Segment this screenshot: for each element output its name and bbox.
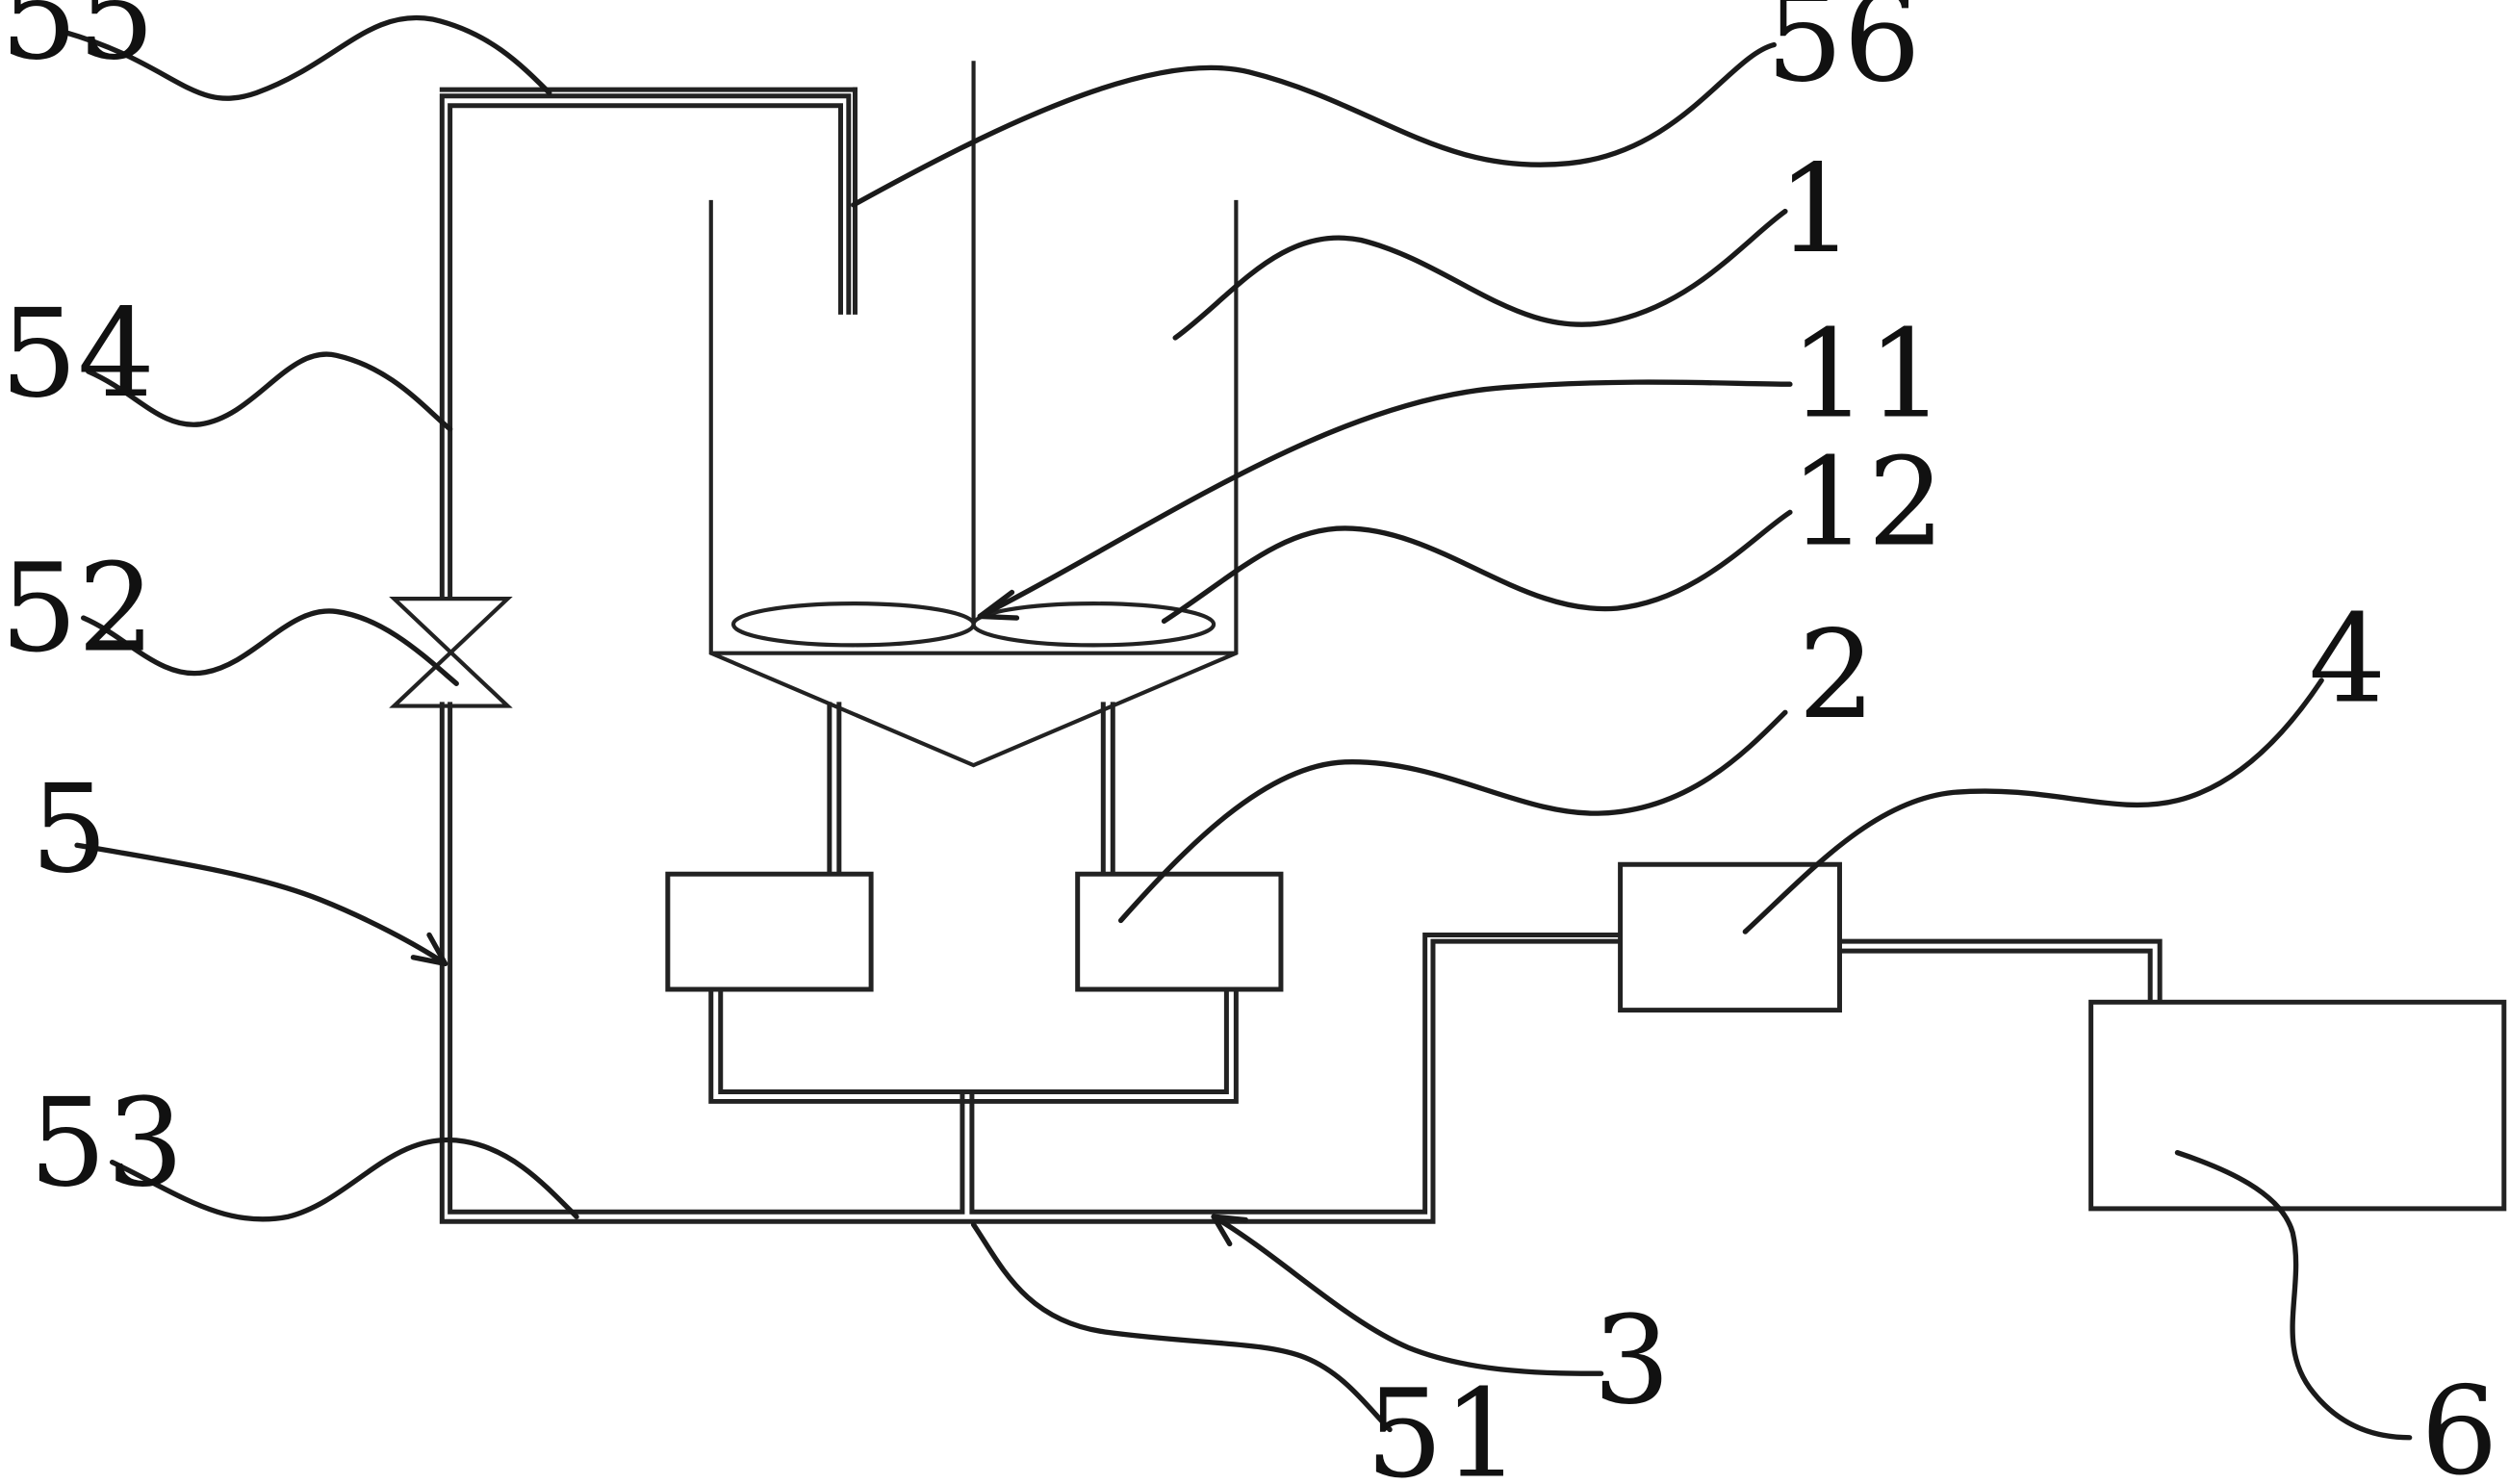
leader-51 — [970, 1221, 1393, 1433]
device-4 — [1618, 861, 1842, 1013]
label-1: 1 — [1778, 139, 1855, 280]
label-4: 4 — [2309, 589, 2386, 730]
valve-52 — [389, 597, 513, 708]
label-12: 12 — [1790, 432, 1945, 574]
arrowhead-5 — [410, 932, 448, 967]
label-5: 5 — [31, 758, 108, 900]
leader-1 — [1172, 208, 1788, 341]
label-54: 54 — [0, 283, 155, 424]
label-52: 52 — [0, 537, 155, 678]
leader-4 — [1742, 678, 2324, 934]
container-6 — [2088, 999, 2507, 1212]
leader-56 — [851, 41, 1777, 208]
label-6: 6 — [2420, 1360, 2497, 1484]
arrowheads — [410, 589, 1249, 1247]
pump-left — [665, 871, 874, 992]
stirrer-blade-right — [971, 601, 1216, 648]
leader-12 — [1161, 509, 1793, 625]
leader-54 — [86, 351, 453, 432]
label-11: 11 — [1790, 303, 1945, 445]
label-2: 2 — [1798, 604, 1875, 746]
leader-3 — [1211, 1214, 1604, 1376]
arrowhead-11 — [977, 589, 1020, 621]
leader-52 — [81, 608, 459, 686]
pump-outlet-pipe — [708, 986, 1239, 1104]
pipe-4-to-6 — [1836, 938, 2163, 1005]
label-53: 53 — [29, 1072, 184, 1214]
discharge-pipes — [827, 702, 1115, 877]
leader-2 — [1117, 709, 1788, 924]
leader-11 — [977, 379, 1793, 620]
arrowhead-3 — [1211, 1214, 1249, 1247]
stirrer-blade-left — [730, 601, 976, 648]
return-pipe-5 — [439, 87, 1624, 1224]
leader-6 — [2174, 1150, 2413, 1441]
pump-2 — [1075, 871, 1284, 992]
label-55: 55 — [0, 0, 155, 87]
label-3: 3 — [1593, 1290, 1670, 1431]
label-56: 56 — [1766, 0, 1921, 109]
tank-1 — [708, 61, 1239, 768]
leader-lines — [62, 14, 2413, 1441]
leader-55 — [62, 14, 552, 101]
label-51: 51 — [1366, 1364, 1521, 1484]
leader-5 — [74, 842, 448, 967]
leader-53 — [109, 1137, 579, 1222]
